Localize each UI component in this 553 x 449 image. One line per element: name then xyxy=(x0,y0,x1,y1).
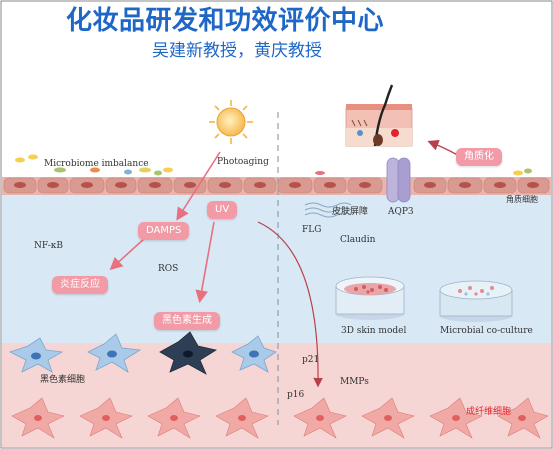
ros-label: ROS xyxy=(158,264,179,274)
coculture-dish-icon xyxy=(439,280,513,322)
p21-label: p21 xyxy=(302,355,320,365)
page-title: 化妆品研发和功效评价中心 xyxy=(66,6,385,36)
damps-pill: DAMPS xyxy=(138,222,190,240)
keratinocyte-label: 角质细胞 xyxy=(506,195,538,204)
fibroblast-nuclei xyxy=(34,415,526,421)
skin-section-icon xyxy=(345,84,413,147)
barrier-label: 皮肤屏障 xyxy=(332,207,369,217)
microbe-icons xyxy=(15,154,532,176)
melanocyte-cells xyxy=(8,331,277,375)
melanocyte-label: 黑色素细胞 xyxy=(40,375,86,385)
keratinocyte-layer xyxy=(2,177,551,195)
skin-model-dish-icon xyxy=(335,276,405,320)
coculture-label: Microbial co-culture xyxy=(440,326,533,336)
pathway-arrows xyxy=(109,151,221,304)
aqp3-label: AQP3 xyxy=(388,207,414,217)
keratinization-pill: 角质化 xyxy=(456,148,502,166)
mmps-label: MMPs xyxy=(340,377,369,387)
flg-fibers-icon xyxy=(304,202,352,218)
uv-to-mmps-arrow xyxy=(257,221,323,388)
microbiome-label: Microbiome imbalance xyxy=(44,159,149,169)
sun-icon xyxy=(209,100,253,144)
aqp3-channel-icon xyxy=(386,157,411,203)
photoaging-label: Photoaging xyxy=(217,157,269,167)
fibroblast-label: 成纤维细胞 xyxy=(466,407,512,417)
claudin-label: Claudin xyxy=(340,235,376,245)
uv-pill: UV xyxy=(207,201,238,219)
skin-model-label: 3D skin model xyxy=(341,326,407,336)
melanin-pill: 黑色素生成 xyxy=(154,312,220,330)
flg-label: FLG xyxy=(302,225,322,235)
inflammation-pill: 炎症反应 xyxy=(52,276,108,294)
nfkb-label: NF-κB xyxy=(34,241,63,251)
p16-label: p16 xyxy=(287,390,305,400)
page-subtitle: 吴建新教授，黄庆教授 xyxy=(152,41,322,61)
